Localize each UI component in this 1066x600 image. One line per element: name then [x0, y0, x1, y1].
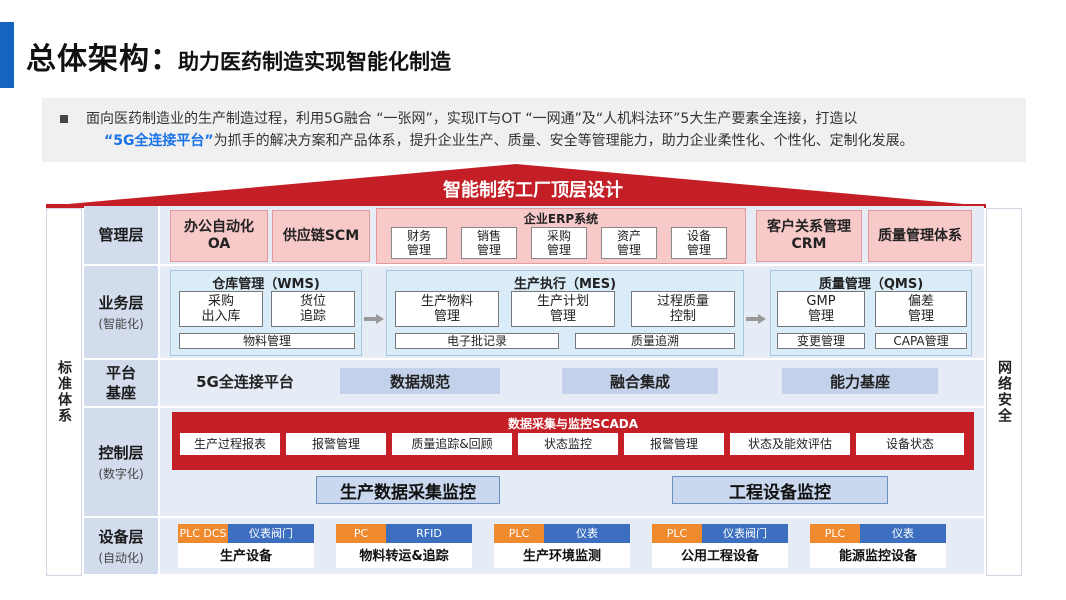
- page-title: 总体架构：: [26, 42, 181, 77]
- qms-bar-capa: CAPA管理: [875, 333, 967, 349]
- mes-title: 生产执行（MES): [513, 277, 617, 292]
- intro-line-1: 面向医药制造业的生产制造过程，利用5G融合 “一张网”，实现IT与OT “一网通…: [60, 108, 1010, 130]
- business-layer-title: 业务层: [98, 293, 144, 312]
- device-tag-instrument: 仪表: [860, 524, 946, 543]
- wms-group: 仓库管理（WMS) 采购 出入库 货位 追踪 物料管理: [170, 270, 362, 356]
- scada-item-device-status: 设备状态: [856, 433, 964, 455]
- business-layer: 业务层 (智能化) 仓库管理（WMS) 采购 出入库 货位 追踪 物料管理 生产…: [84, 266, 984, 358]
- scada-item-status-monitor: 状态监控: [518, 433, 618, 455]
- erp-item-sales: 销售 管理: [461, 227, 517, 259]
- qms-item-gmp: GMP 管理: [777, 291, 865, 327]
- control-layer-subtitle: (数字化): [98, 466, 144, 481]
- platform-capability-base: 能力基座: [782, 368, 938, 394]
- device-label: 物料转运&追踪: [359, 549, 449, 564]
- erp-title: 企业ERP系统: [523, 212, 599, 226]
- intro-panel: 面向医药制造业的生产制造过程，利用5G融合 “一张网”，实现IT与OT “一网通…: [42, 98, 1026, 162]
- device-label: 生产设备: [219, 549, 272, 564]
- mes-bar-quality-trace: 质量追溯: [575, 333, 735, 349]
- wms-bar-material: 物料管理: [179, 333, 355, 349]
- scada-item-alarm-2: 报警管理: [624, 433, 724, 455]
- quality-system-box: 质量管理体系: [868, 210, 972, 262]
- mes-item-material: 生产物料 管理: [395, 291, 499, 327]
- scada-panel: 数据采集与监控SCADA 生产过程报表 报警管理 质量追踪&回顾 状态监控 报警…: [172, 412, 974, 470]
- architecture-frame: 管理层 办公自动化 OA 供应链SCM 企业ERP系统 财务 管理 销售 管理 …: [84, 206, 984, 578]
- oa-box: 办公自动化 OA: [170, 210, 268, 262]
- layer-label-device: 设备层 (自动化): [84, 518, 160, 574]
- bullet-icon: [60, 115, 68, 123]
- mes-item-quality-control: 过程质量 控制: [631, 291, 735, 327]
- management-layer-title: 管理层: [98, 226, 144, 244]
- erp-item-assets: 资产 管理: [601, 227, 657, 259]
- device-tag-instrument: 仪表: [544, 524, 630, 543]
- device-tag-instrument: 仪表阀门: [228, 524, 314, 543]
- scada-title: 数据采集与监控SCADA: [508, 417, 638, 431]
- platform-layer: 平台 基座 5G全连接平台 数据规范 融合集成 能力基座: [84, 360, 984, 406]
- wms-item-purchase-inout: 采购 出入库: [179, 291, 263, 327]
- device-tag-instrument: RFID: [386, 524, 472, 543]
- erp-box: 企业ERP系统 财务 管理 销售 管理 采购 管理 资产 管理 设备 管理: [376, 208, 746, 264]
- production-data-monitor: 生产数据采集监控: [316, 476, 500, 504]
- mes-group: 生产执行（MES) 生产物料 管理 生产计划 管理 过程质量 控制 电子批记录 …: [386, 270, 744, 356]
- scada-item-alarm: 报警管理: [286, 433, 386, 455]
- device-tag-instrument: 仪表阀门: [702, 524, 788, 543]
- intro-text-2: 为抓手的解决方案和产品体系，提升企业生产、质量、安全等管理能力，助力企业柔性化、…: [213, 133, 914, 149]
- roof-title: 智能制药工厂顶层设计: [443, 180, 623, 201]
- device-tag-control: PC: [336, 524, 386, 543]
- control-layer: 控制层 (数字化) 数据采集与监控SCADA 生产过程报表 报警管理 质量追踪&…: [84, 408, 984, 516]
- standard-system-column: 标准体系: [46, 208, 82, 576]
- device-box-environment: PLC 仪表 生产环境监测: [494, 524, 630, 568]
- engineering-equipment-monitor: 工程设备监控: [672, 476, 888, 504]
- qms-title: 质量管理（QMS): [818, 277, 924, 292]
- device-box-utility: PLC 仪表阀门 公用工程设备: [652, 524, 788, 568]
- intro-line-2: “5G全连接平台”为抓手的解决方案和产品体系，提升企业生产、质量、安全等管理能力…: [60, 130, 1010, 152]
- crm-box: 客户关系管理 CRM: [756, 210, 862, 262]
- intro-highlight: “5G全连接平台”: [104, 133, 214, 149]
- qms-group: 质量管理（QMS) GMP 管理 偏差 管理 变更管理 CAPA管理: [770, 270, 972, 356]
- wms-item-location-tracking: 货位 追踪: [271, 291, 355, 327]
- device-box-energy: PLC 仪表 能源监控设备: [810, 524, 946, 568]
- network-security-column: 网络安全: [986, 208, 1022, 576]
- intro-text-1: 面向医药制造业的生产制造过程，利用5G融合 “一张网”，实现IT与OT “一网通…: [86, 111, 858, 127]
- platform-5g: 5G全连接平台: [196, 372, 294, 391]
- scada-item-report: 生产过程报表: [180, 433, 280, 455]
- erp-item-finance: 财务 管理: [391, 227, 447, 259]
- scm-box: 供应链SCM: [272, 210, 370, 262]
- platform-layer-title: 平台 基座: [105, 364, 136, 402]
- wms-title: 仓库管理（WMS): [212, 277, 320, 292]
- mes-item-plan: 生产计划 管理: [511, 291, 615, 327]
- device-tag-control: PLC: [652, 524, 702, 543]
- layer-label-platform: 平台 基座: [84, 360, 160, 406]
- device-layer-title: 设备层: [98, 527, 144, 546]
- device-tag-control: PLC DCS: [178, 524, 228, 543]
- page-subtitle: 助力医药制造实现智能化制造: [178, 50, 451, 74]
- title-accent-bar: [0, 22, 14, 88]
- device-tag-control: PLC: [810, 524, 860, 543]
- platform-integration: 融合集成: [562, 368, 718, 394]
- arrow-right-icon: [746, 314, 766, 324]
- qms-bar-change: 变更管理: [777, 333, 865, 349]
- device-layer-subtitle: (自动化): [98, 550, 144, 565]
- erp-item-equipment: 设备 管理: [671, 227, 727, 259]
- scada-item-quality-review: 质量追踪&回顾: [392, 433, 512, 455]
- device-label: 公用工程设备: [680, 549, 759, 564]
- device-label: 能源监控设备: [838, 549, 917, 564]
- scada-item-energy-eval: 状态及能效评估: [730, 433, 850, 455]
- layer-label-business: 业务层 (智能化): [84, 266, 160, 358]
- device-tag-control: PLC: [494, 524, 544, 543]
- device-layer: 设备层 (自动化) PLC DCS 仪表阀门 生产设备 PC RFID 物料转运…: [84, 518, 984, 574]
- device-box-material-transfer: PC RFID 物料转运&追踪: [336, 524, 472, 568]
- layer-label-management: 管理层: [84, 206, 160, 264]
- arrow-right-icon: [364, 314, 384, 324]
- qms-item-deviation: 偏差 管理: [875, 291, 967, 327]
- device-label: 生产环境监测: [522, 549, 601, 564]
- management-layer: 管理层 办公自动化 OA 供应链SCM 企业ERP系统 财务 管理 销售 管理 …: [84, 206, 984, 264]
- platform-data-spec: 数据规范: [340, 368, 500, 394]
- mes-bar-batch-record: 电子批记录: [395, 333, 559, 349]
- business-layer-subtitle: (智能化): [98, 316, 144, 331]
- layer-label-control: 控制层 (数字化): [84, 408, 160, 516]
- erp-item-purchase: 采购 管理: [531, 227, 587, 259]
- device-box-production: PLC DCS 仪表阀门 生产设备: [178, 524, 314, 568]
- control-layer-title: 控制层: [98, 443, 144, 462]
